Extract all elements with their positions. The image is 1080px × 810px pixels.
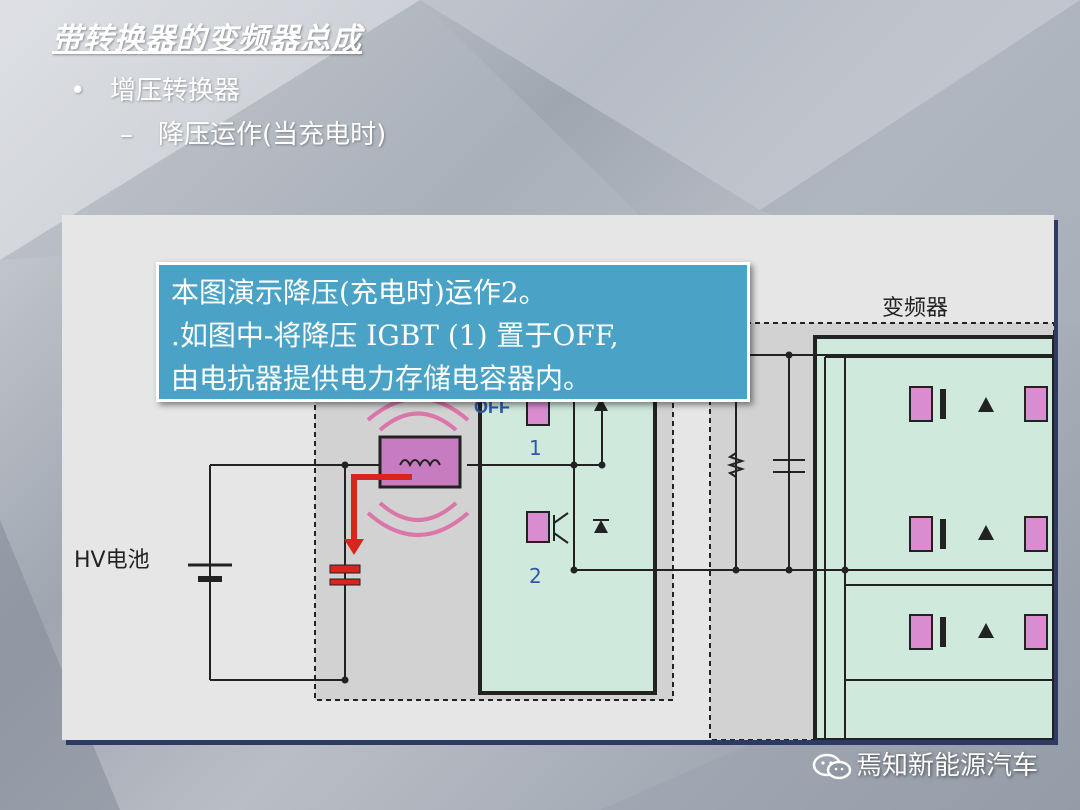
inverter-igbt-cells [909, 386, 1048, 650]
callout-line-1: 本图演示降压(充电时)运作2。 [171, 276, 547, 309]
bullet-boost-converter: • 增压转换器 [70, 70, 240, 107]
wechat-icon [812, 753, 852, 779]
igbt2-number: 2 [529, 564, 542, 588]
inverter-igbt-module [813, 335, 1054, 740]
junction-dot [341, 676, 349, 684]
current-flow-arrow [351, 474, 412, 543]
off-label: OFF [474, 397, 510, 417]
igbt2-gate [526, 511, 550, 543]
watermark: 焉知新能源汽车 [812, 745, 1038, 782]
bullet-dot: • [70, 76, 86, 106]
inverter-label: 变频器 [882, 296, 949, 321]
bullet1-text: 增压转换器 [110, 76, 241, 106]
junction-dot [732, 566, 740, 574]
circuit-diagram: OFF [188, 322, 1054, 740]
converter-capacitor-plate [329, 564, 361, 574]
junction-dot [570, 566, 578, 574]
converter-igbt-module [478, 383, 657, 695]
junction-dot [598, 461, 606, 469]
bullet2-text: 降压运作(当充电时) [158, 120, 387, 150]
slide-title: 带转换器的变频器总成 [52, 22, 362, 57]
callout-line-3: 由电抗器提供电力存储电容器内。 [171, 362, 592, 395]
igbt2-diode [594, 520, 608, 533]
igbt1-diode [594, 398, 608, 411]
junction-dot [570, 461, 578, 469]
sub-bullet-buck-mode: –降压运作(当充电时) [120, 114, 386, 151]
discharge-resistor [726, 452, 746, 478]
callout-line-2: .如图中-将降压 IGBT (1) 置于OFF, [171, 319, 619, 352]
reactor-coil-icon [399, 459, 441, 468]
hv-battery-label: HV电池 [74, 548, 150, 573]
junction-dot [785, 566, 793, 574]
junction-dot [341, 461, 349, 469]
junction-dot [841, 566, 849, 574]
igbt1-number: 1 [529, 436, 542, 460]
converter-capacitor-plate [329, 578, 361, 586]
bullet-dash: – [120, 120, 133, 150]
junction-dot [785, 351, 793, 359]
explanation-callout: 本图演示降压(充电时)运作2。 .如图中-将降压 IGBT (1) 置于OFF,… [156, 262, 750, 402]
watermark-text: 焉知新能源汽车 [856, 751, 1039, 781]
